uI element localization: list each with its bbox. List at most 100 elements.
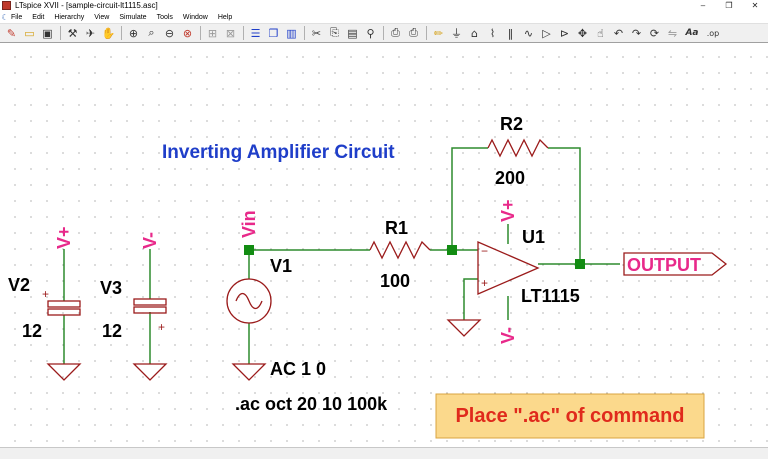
zoom-fit-icon[interactable]: ⊗ [182, 26, 193, 40]
net-label-vminus-left[interactable]: V- [140, 232, 160, 249]
redo-icon[interactable]: ↷ [631, 26, 642, 40]
junction-vin[interactable] [244, 245, 254, 255]
net-label-vplus-left[interactable]: V+ [54, 226, 74, 249]
close-button[interactable]: ✕ [751, 1, 759, 10]
net-label-vin[interactable]: Vin [239, 210, 259, 238]
u1-inverting-sign: − [481, 244, 488, 258]
toolbar-separator [383, 26, 384, 40]
drag-icon[interactable]: ☝ [597, 26, 604, 40]
junction-output[interactable] [575, 259, 585, 269]
v1-source[interactable]: AC 1 0 [270, 359, 326, 379]
zoom-in-icon[interactable]: ⊕ [128, 26, 139, 40]
open-icon[interactable]: ▭ [24, 26, 35, 40]
battery-v2-plate-top[interactable] [47, 300, 81, 308]
r2-name[interactable]: R2 [500, 114, 523, 134]
title-bar: LTspice XVII - [sample-circuit-lt1115.as… [0, 0, 768, 12]
menu-view[interactable]: View [94, 14, 110, 21]
resistor-r2[interactable] [487, 138, 549, 158]
r2-value[interactable]: 200 [495, 168, 525, 188]
toolbar-separator [426, 26, 427, 40]
r1-value[interactable]: 100 [380, 271, 410, 291]
tile-vertical-icon[interactable]: ▥ [286, 26, 297, 40]
cut-icon[interactable]: ✂ [311, 26, 322, 40]
maximize-button[interactable]: ❐ [725, 1, 733, 10]
minimize-button[interactable]: – [700, 1, 706, 10]
ground-v3 [132, 363, 168, 381]
label-net-icon[interactable]: ⌂ [471, 26, 478, 40]
net-label-vminus-amp[interactable]: V- [498, 327, 518, 344]
output-label[interactable]: OUTPUT [627, 255, 701, 275]
halt-icon[interactable]: ✋ [101, 26, 116, 40]
copy-icon[interactable]: ⎘ [330, 26, 339, 39]
document-icon[interactable]: ☾ [1, 13, 9, 22]
callout-box: Place ".ac" of command [435, 393, 705, 439]
opamp-u1[interactable] [477, 241, 540, 295]
battery-v3-plate-bottom[interactable] [133, 306, 167, 314]
junction-inverting[interactable] [447, 245, 457, 255]
voltage-source-v1[interactable] [226, 278, 272, 324]
menu-tools[interactable]: Tools [156, 14, 173, 21]
undo-icon[interactable]: ↶ [613, 26, 624, 40]
inductor-icon[interactable]: ∿ [523, 26, 534, 40]
menu-hierarchy[interactable]: Hierarchy [54, 14, 85, 21]
v1-name[interactable]: V1 [270, 256, 292, 276]
schematic-canvas[interactable]: Inverting Amplifier Circuit R2 200 R1 10… [0, 44, 768, 447]
menu-help[interactable]: Help [217, 14, 233, 21]
resistor-r1[interactable] [369, 240, 431, 260]
v2-plus: + [42, 287, 49, 301]
run-icon[interactable]: ✈ [85, 26, 96, 40]
tile-horizontal-icon[interactable]: ☰ [250, 26, 261, 40]
schematic-heading[interactable]: Inverting Amplifier Circuit [162, 142, 395, 163]
wires [63, 147, 620, 364]
battery-v2-plate-bottom[interactable] [47, 308, 81, 316]
callout-text: Place ".ac" of command [455, 405, 684, 427]
find-icon[interactable]: ⚲ [366, 26, 375, 40]
status-bar [0, 447, 768, 459]
components [47, 138, 728, 324]
output-port[interactable] [623, 252, 728, 276]
toolbar-separator [243, 26, 244, 40]
ground-icon[interactable]: ⏚ [451, 27, 462, 40]
menu-bar: ☾ File Edit Hierarchy View Simulate Tool… [0, 12, 768, 23]
net-label-vplus-amp[interactable]: V+ [498, 199, 518, 222]
capacitor-icon[interactable]: ‖ [507, 26, 514, 40]
zoom-out-icon[interactable]: ⊖ [164, 26, 175, 40]
v3-name[interactable]: V3 [100, 278, 122, 298]
menu-simulate[interactable]: Simulate [119, 14, 147, 21]
v3-value[interactable]: 12 [102, 321, 122, 341]
battery-v3-plate-top[interactable] [133, 298, 167, 306]
menu-window[interactable]: Window [182, 14, 208, 21]
toolbar-separator [60, 26, 61, 40]
print-setup-icon[interactable]: ⎙ [391, 26, 400, 39]
ltspice-app-icon [2, 1, 11, 10]
toolbar-separator [200, 26, 201, 40]
v3-plus: + [158, 320, 165, 334]
menu-file[interactable]: File [11, 14, 23, 21]
new-schematic-icon[interactable]: ✎ [6, 26, 17, 40]
draw-wire-icon[interactable]: ✏ [433, 26, 444, 40]
text-icon[interactable]: Aa [685, 28, 699, 38]
wire-feedback-left [451, 147, 488, 254]
component-icon[interactable]: ⊳ [559, 26, 570, 40]
v2-value[interactable]: 12 [22, 321, 42, 341]
mirror-icon[interactable]: ⇋ [667, 26, 678, 40]
autorange-icon-2[interactable]: ⊠ [225, 26, 236, 40]
rotate-icon[interactable]: ⟳ [649, 26, 660, 40]
cascade-icon[interactable]: ❐ [268, 26, 279, 40]
move-icon[interactable]: ✥ [577, 26, 588, 40]
autorange-icon[interactable]: ⊞ [207, 26, 218, 40]
paste-icon[interactable]: ▤ [347, 26, 358, 40]
v2-name[interactable]: V2 [8, 275, 30, 295]
resistor-icon[interactable]: ⌇ [489, 26, 496, 40]
r1-name[interactable]: R1 [385, 218, 408, 238]
save-icon[interactable]: ▣ [42, 26, 53, 40]
control-panel-icon[interactable]: ⚒ [67, 26, 78, 40]
u1-name[interactable]: U1 [522, 227, 545, 247]
diode-icon[interactable]: ▷ [542, 26, 551, 40]
spice-directive-icon[interactable]: .op [706, 28, 720, 38]
menu-edit[interactable]: Edit [32, 14, 45, 21]
u1-model[interactable]: LT1115 [521, 286, 580, 306]
spice-directive[interactable]: .ac oct 20 10 100k [235, 394, 388, 414]
print-icon[interactable]: ⎙ [409, 26, 418, 39]
pan-icon[interactable]: ⌕ [148, 26, 155, 39]
